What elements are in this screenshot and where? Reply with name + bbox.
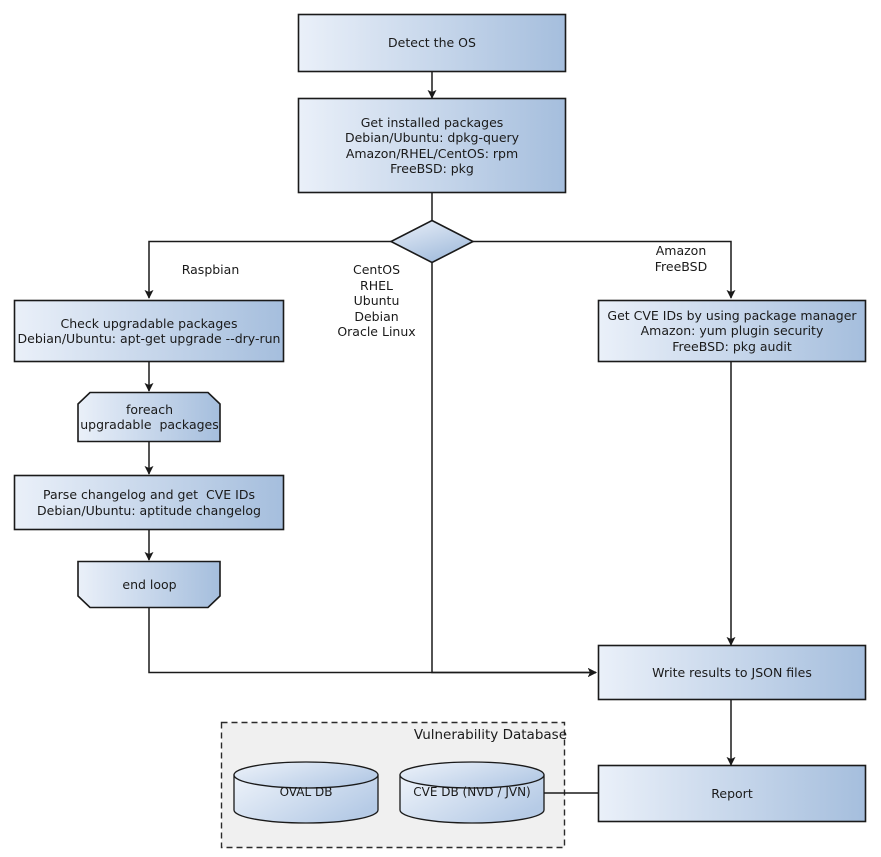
node-decision-diamond bbox=[389, 219, 475, 264]
edge-decision-to-get-cve-ids bbox=[473, 240, 736, 299]
node-get-cve-ids bbox=[597, 299, 867, 363]
edge-label-raspbian: Raspbian bbox=[181, 262, 240, 277]
edge-decision-to-check-upgradable bbox=[144, 240, 392, 299]
edge-endloop-to-write-results bbox=[148, 608, 597, 677]
edge-label-center-distros: CentOS RHEL Ubuntu Debian Oracle Linux bbox=[337, 262, 416, 339]
node-end-loop bbox=[77, 560, 221, 609]
node-foreach-loop bbox=[77, 391, 221, 443]
node-oval-db bbox=[233, 761, 379, 824]
node-write-results bbox=[597, 644, 867, 701]
edge-label-amazon-freebsd: Amazon FreeBSD bbox=[654, 243, 708, 274]
node-cve-db bbox=[399, 761, 545, 824]
edge-decision-to-write-results bbox=[431, 263, 597, 677]
node-check-upgradable bbox=[13, 299, 285, 363]
node-report bbox=[597, 764, 867, 823]
node-get-installed-packages bbox=[297, 97, 567, 194]
node-parse-changelog bbox=[13, 474, 285, 531]
vulnerability-database-group-title: Vulnerability Database bbox=[413, 727, 567, 743]
node-detect-os bbox=[297, 13, 567, 73]
